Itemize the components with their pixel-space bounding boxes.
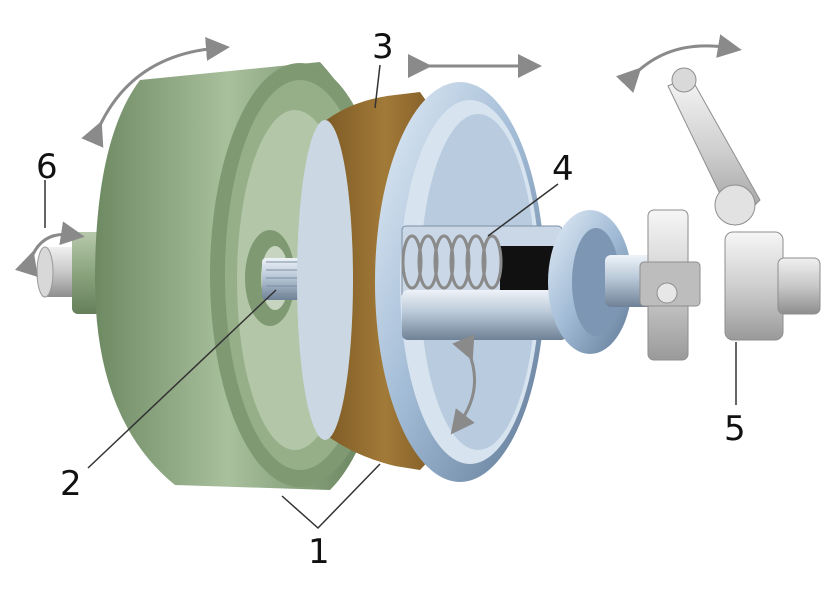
label-6: 6 (36, 147, 58, 187)
splined-shaft (262, 258, 302, 300)
lever-mechanism (639, 67, 821, 361)
motion-arrows (14, 34, 742, 435)
label-3: 3 (372, 27, 394, 67)
label-5: 5 (724, 409, 746, 449)
compression-spring (401, 234, 503, 290)
leader-lines (44, 64, 737, 530)
label-4: 4 (552, 149, 574, 189)
label-1: 1 (308, 532, 330, 572)
label-2: 2 (60, 464, 82, 504)
